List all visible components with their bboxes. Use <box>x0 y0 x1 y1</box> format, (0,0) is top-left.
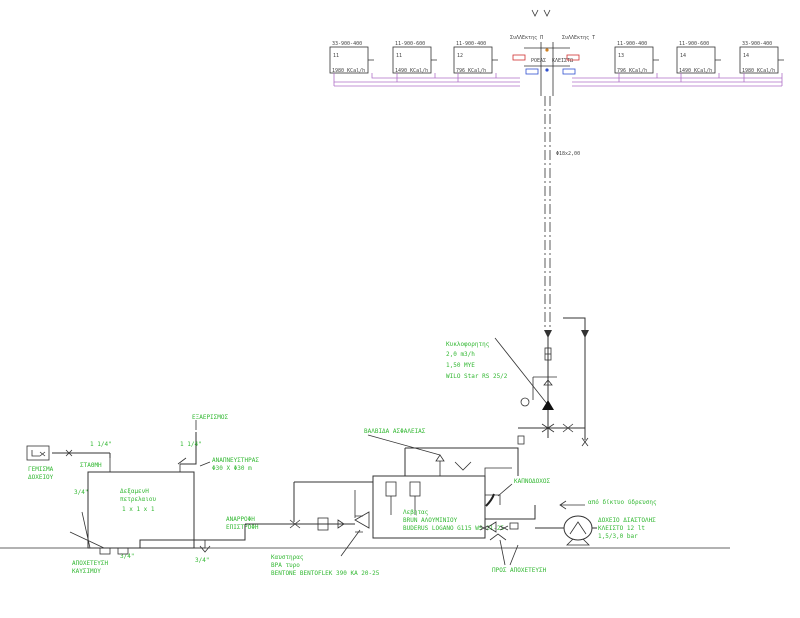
radiator-2-power: 1490 KCal/h <box>395 68 428 74</box>
radiator-5-power: 1490 KCal/h <box>679 68 712 74</box>
pipe-size-c: 3/4" <box>74 489 88 496</box>
flow-arrow-down-icon <box>544 330 552 338</box>
manifold-left-label: ΣυΛΛΕκτης Π <box>510 35 543 41</box>
radiator-6-power: 1980 KCal/h <box>742 68 775 74</box>
drain: ΠΡΟΣ ΑΠΟΧΕΤΕΥΣΗ <box>492 539 547 574</box>
pump-icon <box>542 400 554 410</box>
burner-icon <box>354 511 370 529</box>
filling-label-1: ΓΕΜΙΣΜΑ <box>28 466 54 473</box>
boiler-label-1: Λεβητας <box>403 509 429 516</box>
radiator-4-code: 11-900-400 <box>617 41 647 47</box>
manifold-right-label: ΣυΛΛΕκτης Τ <box>562 35 595 41</box>
oil-valve-icon <box>289 519 301 529</box>
tank-label-2: πετρελαιου <box>120 496 157 503</box>
radiator-1-num: 11 <box>333 53 339 59</box>
radiator-6-code: 33-900-400 <box>742 41 772 47</box>
radiator-4: 11-900-400 13 796 KCal/h <box>614 41 654 74</box>
flow-arrow-down-icon-2 <box>581 330 589 338</box>
expansion-vessel: από δίκτυο ύδρευσης ΔΟΧΕΙΟ ΔΙΑΣΤΟΛΗΣ ΚΛΕ… <box>479 498 657 546</box>
radiator-piping <box>333 59 784 87</box>
tank-label-3: 1 x 1 x 1 <box>122 506 155 513</box>
pipe-size-b: 1 1/4" <box>180 441 202 448</box>
sediment-label-1: ΑΠΟΧΕΤΕΥΣΗ <box>72 560 109 567</box>
drain-label: ΠΡΟΣ ΑΠΟΧΕΤΕΥΣΗ <box>492 567 547 574</box>
tank-label-1: ΔεξαμενΗ <box>120 488 149 495</box>
exp-vessel-label-1: ΔΟΧΕΙΟ ΔΙΑΣΤΟΛΗΣ <box>598 517 656 524</box>
vent-size: Φ30 Χ Φ30 m <box>212 465 252 472</box>
radiator-3-code: 11-900-400 <box>456 41 486 47</box>
radiator-2: 11-900-600 11 1490 KCal/h <box>392 41 432 74</box>
boiler-body <box>372 475 486 539</box>
burner-label-1: Καυστηρας <box>271 554 304 561</box>
riser-pipe-label: Φ18x2,00 <box>556 151 580 157</box>
valve-icon-3 <box>581 437 589 447</box>
boiler-assembly: ΒΑΛΒΙΔΑ ΑΣΦΑΛΕΙΑΣ Λεβητας BRUN ΑΛΟΥΜΙΝΙΟ… <box>364 428 551 541</box>
radiator-1-code: 33-900-400 <box>332 41 362 47</box>
radiator-1-power: 1980 KCal/h <box>332 68 365 74</box>
expansion-vessel-icon <box>563 515 593 541</box>
vent-label-2: ΑΝΑΠΝΕΥΣΤΗΡΑΣ <box>212 457 259 464</box>
radiator-3: 11-900-400 12 796 KCal/h <box>453 41 493 74</box>
exp-vessel-label-2: ΚΛΕΙΣΤΟ 12 lt <box>598 525 645 532</box>
sediment-label-2: ΚΑΥΣΙΜΟΥ <box>72 568 101 575</box>
pump-assembly: Κυκλοφορητης 2,0 m3/h 1,50 MYE WILO Star… <box>446 337 589 447</box>
radiator-5-code: 11-900-600 <box>679 41 709 47</box>
radiator-4-power: 796 KCal/h <box>617 68 647 74</box>
radiator-4-num: 13 <box>618 53 624 59</box>
pipe-size-e: 3/4" <box>195 557 209 564</box>
valve-icon-2 <box>562 423 574 433</box>
boiler-label-2: BRUN ΑΛΟΥΜΙΝΙΟΥ <box>403 517 458 524</box>
pump-spec-1: 2,0 m3/h <box>446 351 475 358</box>
chimney-label: ΚΑΠΝΟΔΟΧΟΣ <box>514 478 551 485</box>
radiator-2-code: 11-900-600 <box>395 41 425 47</box>
oil-filter-icon <box>317 517 329 531</box>
radiator-2-num: 11 <box>396 53 402 59</box>
filling-connection-icon <box>26 445 50 461</box>
return-label-1: ΑΝΑΡΡΟΦΗ <box>226 516 255 523</box>
burner-label-2: ΒΡΑ τυρο <box>271 562 300 569</box>
pipe-size-a: 1 1/4" <box>90 441 112 448</box>
pump-title: Κυκλοφορητης <box>446 341 490 348</box>
radiator-3-power: 796 KCal/h <box>456 68 486 74</box>
radiator-1: 33-900-400 11 1980 KCal/h <box>329 41 369 74</box>
return-label-2: ΕΠΙΣΤΡΟΦΗ <box>226 524 259 531</box>
pump-spec-2: 1,50 MYE <box>446 362 475 369</box>
radiator-6: 33-900-400 14 1980 KCal/h <box>739 41 779 74</box>
pump-spec-3: WILO Star RS 25/2 <box>446 373 508 380</box>
main-riser: Φ18x2,00 <box>544 96 589 440</box>
exp-vessel-label-3: 1,5/3,0 bar <box>598 533 638 540</box>
burner-label-3: BENTONE BENTOFLEK 390 KA 20-25 <box>271 570 380 577</box>
thermometer-icon <box>520 397 530 407</box>
boiler-label-3: BUDERUS LOGANO G115 WS 21-25 <box>403 525 505 532</box>
radiator-5-num: 14 <box>680 53 686 59</box>
gauge-label: ΣΤΑΘΜΗ <box>80 462 102 469</box>
safety-valve-icon <box>435 454 445 462</box>
expansion-note: από δίκτυο ύδρευσης <box>588 498 657 506</box>
filling-valve-icon <box>65 449 73 457</box>
safety-valve-label: ΒΑΛΒΙΔΑ ΑΣΦΑΛΕΙΑΣ <box>364 428 426 435</box>
radiator-6-num: 14 <box>743 53 749 59</box>
oil-tank: ΔεξαμενΗ πετρελαιου 1 x 1 x 1 ΕΞΑΕΡΙΣΜΟΣ… <box>26 414 259 575</box>
radiator-3-num: 12 <box>457 53 463 59</box>
manifold-center-label-2: ΚΛΕΙΣΤΩ <box>552 58 573 64</box>
check-valve-icon <box>543 379 553 386</box>
burner-assembly: Καυστηρας ΒΡΑ τυρο BENTONE BENTOFLEK 390… <box>245 481 380 577</box>
manifold-center-label-1: ΡΟΕΑΣ <box>531 58 546 64</box>
filling-label-2: ΔΟΧΕΙΟΥ <box>28 474 54 481</box>
vent-label-1: ΕΞΑΕΡΙΣΜΟΣ <box>192 414 229 421</box>
radiator-5: 11-900-600 14 1490 KCal/h <box>676 41 716 74</box>
manifold: ΣυΛΛΕκτης Π ΣυΛΛΕκτης Τ ΡΟΕΑΣ ΚΛΕΙΣΤΩ <box>510 9 595 96</box>
pipe-size-d: 3/4" <box>120 553 134 560</box>
